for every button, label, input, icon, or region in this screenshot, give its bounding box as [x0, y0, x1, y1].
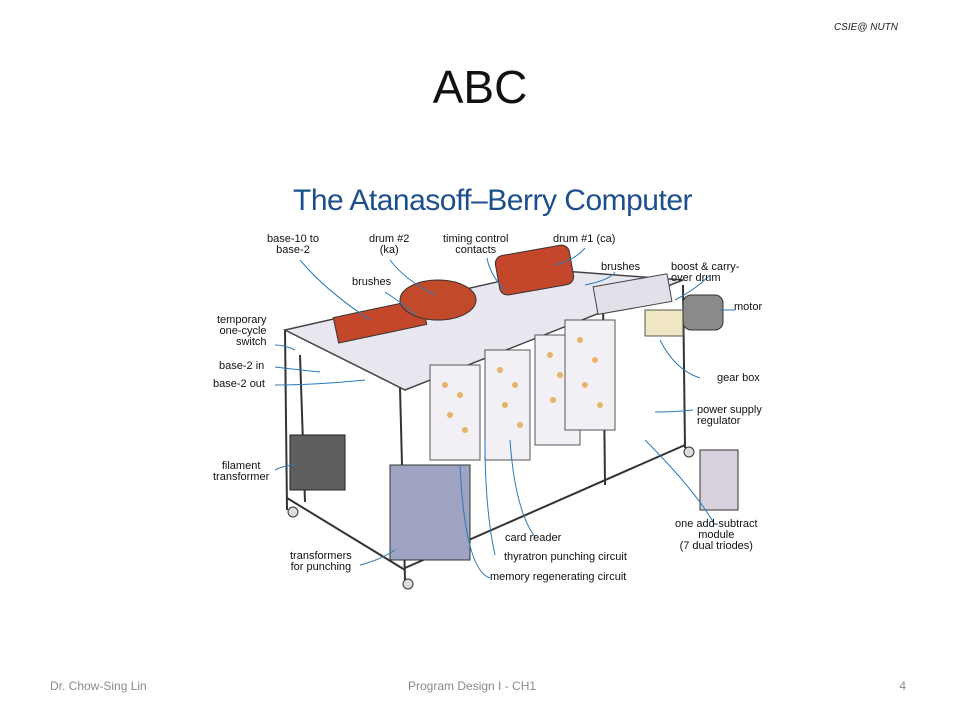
- label-boost: boost & carry-over drum: [671, 261, 740, 284]
- label-brushes-top: brushes: [601, 261, 641, 273]
- slide-title: ABC: [432, 61, 528, 113]
- footer-course: Program Design I - CH1: [408, 679, 537, 693]
- label-motor: motor: [734, 301, 763, 313]
- label-gearbox: gear box: [717, 372, 760, 384]
- machine-illustration: [274, 244, 739, 590]
- label-drum2: drum #2(ka): [369, 233, 410, 256]
- label-drum1: drum #1 (ca): [553, 233, 616, 245]
- abc-diagram: The Atanasoff–Berry Computer: [205, 180, 775, 600]
- footer-author: Dr. Chow-Sing Lin: [50, 679, 147, 693]
- footer-page-number: 4: [899, 679, 906, 693]
- label-thyratron: thyratron punching circuit: [504, 551, 627, 563]
- figure-title: The Atanasoff–Berry Computer: [293, 184, 693, 217]
- label-brushes-left: brushes: [352, 276, 392, 288]
- label-memory: memory regenerating circuit: [490, 571, 627, 583]
- label-cardreader: card reader: [505, 532, 562, 544]
- label-base2out: base-2 out: [213, 378, 265, 390]
- header-tag: CSIE@ NUTN: [833, 22, 898, 33]
- label-base2in: base-2 in: [219, 360, 265, 372]
